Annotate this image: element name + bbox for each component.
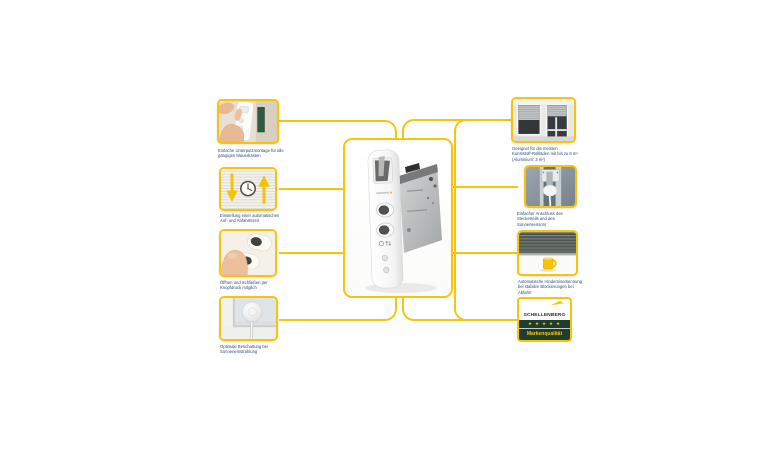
button-up (376, 202, 395, 218)
plug (542, 184, 558, 197)
feature-caption: Einfacher Anschluss des Steckerteils und… (517, 211, 563, 227)
feature-caption: Geeignet für die meisten Kunststoff-Roll… (512, 146, 578, 162)
feature-caption: Optimale Beschattung bei Sonneneinstrahl… (220, 344, 268, 355)
right-window (546, 103, 569, 138)
connector-line-right-3 (404, 252, 518, 254)
arrow-up-icon (258, 175, 270, 204)
five-stars-icon: ★ ★ ★ ★ ★ (519, 319, 570, 329)
belt-winder-product-image (365, 149, 442, 293)
brand-badge-top: SCHELLENBERG (519, 299, 570, 320)
feature-caption: Automatische Hinderniserkennung bei stab… (518, 279, 583, 295)
belt-strap (378, 155, 385, 177)
center-product-panel (343, 138, 453, 298)
feature-photo-sun-sensor (219, 296, 278, 341)
plug-cable (548, 194, 552, 206)
connector-line-right-2 (404, 186, 518, 188)
yellow-mug (543, 257, 557, 270)
feature-photo-plug-connection (524, 165, 577, 208)
upper-button (250, 237, 262, 247)
hand (219, 124, 245, 142)
feature-caption: Öffnen und Schließen per Knopfdruck mögl… (220, 280, 268, 291)
feature-photo-shutter-windows (511, 97, 576, 143)
setting-icons (378, 240, 392, 247)
set-button-2 (383, 266, 390, 274)
feature-photo-button-press (219, 229, 277, 277)
clock-icon (240, 180, 256, 197)
quality-label: Markenqualität (519, 329, 570, 340)
sun-sensor (241, 301, 263, 339)
connector-line-left-3 (279, 252, 397, 254)
feature-caption: Einfache Unterputzmontage für alle gängi… (218, 148, 284, 159)
button-down (376, 222, 395, 238)
brand-badge: SCHELLENBERG ★ ★ ★ ★ ★ Markenqualität (517, 297, 572, 342)
arrow-down-icon (226, 173, 238, 202)
roller-shutter-curtain (519, 232, 576, 254)
rear-unit (399, 163, 442, 253)
connector-trunk-right (454, 119, 518, 321)
finger (221, 250, 248, 275)
roof-icon (551, 301, 564, 305)
feature-illustration-timer (219, 167, 277, 211)
left-window (517, 103, 541, 136)
circuit-board (257, 107, 265, 133)
set-button-1 (381, 254, 388, 262)
connector-line-left-2 (279, 188, 397, 190)
feature-photo-installation (217, 99, 279, 144)
brand-name: SCHELLENBERG (523, 312, 566, 318)
feature-photo-obstacle-detection (517, 230, 578, 276)
feature-caption: Einstellung einer automatischen Auf- und… (220, 213, 280, 224)
front-face (367, 149, 404, 289)
